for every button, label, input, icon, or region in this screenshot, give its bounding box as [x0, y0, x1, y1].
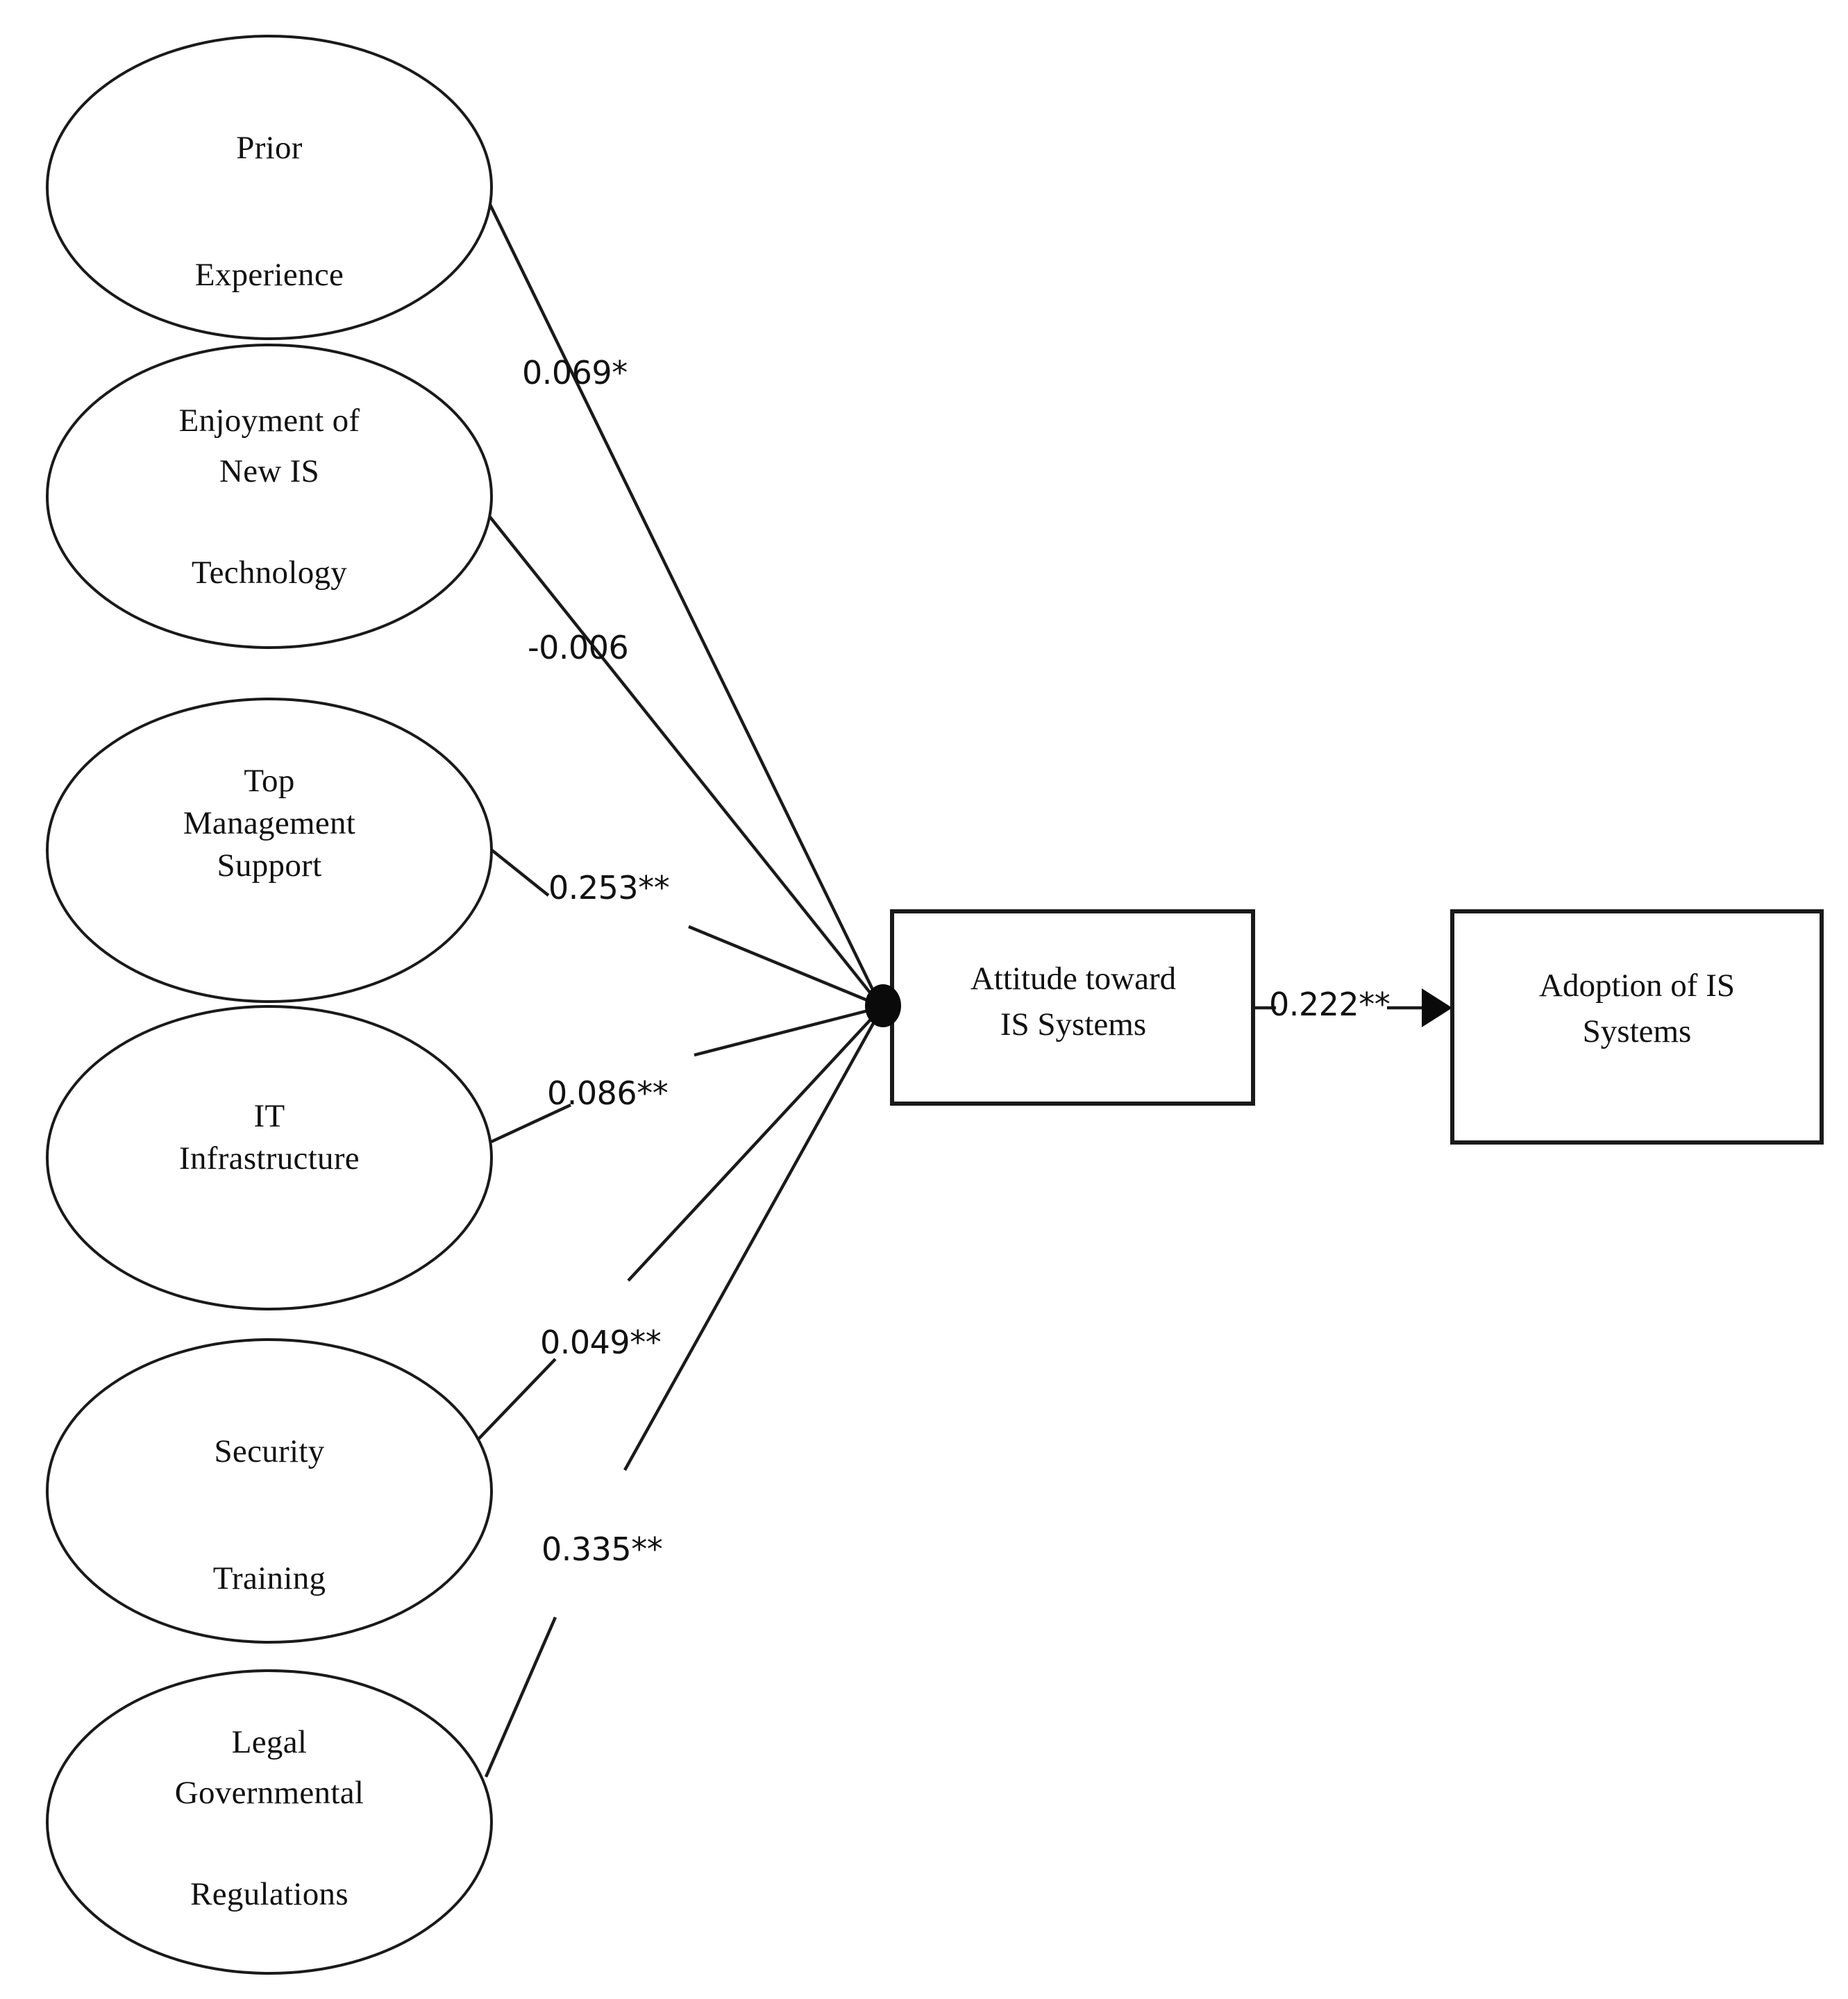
- path-convergence-dot: [865, 984, 901, 1027]
- node-adoption-of-is-systems[interactable]: [1450, 909, 1824, 1145]
- node-top-management-support[interactable]: [46, 698, 493, 1003]
- coefficient-label-security-training: 0.049**: [540, 1324, 662, 1361]
- node-attitude-toward-is-systems[interactable]: [890, 909, 1255, 1106]
- coefficient-label-prior-experience: 0.069*: [522, 354, 628, 391]
- path-line-prior-experience: [477, 181, 881, 1003]
- path-line-security-training-2: [627, 1009, 880, 1282]
- node-it-infrastructure[interactable]: [46, 1005, 493, 1310]
- path-line-top-management-support-2: [688, 925, 880, 1007]
- coefficient-label-top-management-support: 0.253**: [548, 869, 670, 906]
- path-line-legal-regulations: [484, 1617, 557, 1778]
- coefficient-label-enjoyment: -0.006: [528, 629, 629, 666]
- path-lines-group: [468, 181, 1452, 1778]
- coefficient-label-attitude-to-adoption: 0.222**: [1269, 986, 1391, 1023]
- node-legal-govt-regulations[interactable]: [46, 1669, 493, 1975]
- path-line-legal-regulations-2: [623, 1012, 880, 1471]
- node-label-attitude-toward-is-systems: Attitude toward IS Systems: [970, 961, 1177, 1043]
- coefficient-label-it-infrastructure: 0.086**: [547, 1074, 669, 1112]
- arrowhead-icon: [1422, 988, 1452, 1027]
- node-label-adoption-of-is-systems: Adoption of IS Systems: [1539, 968, 1735, 1049]
- rect-nodes-group: [890, 909, 1824, 1145]
- path-line-enjoyment: [478, 502, 880, 1005]
- ellipse-nodes-group: [46, 35, 493, 1975]
- node-enjoyment-new-is-tech[interactable]: [46, 344, 493, 649]
- path-line-it-infrastructure: [477, 1103, 571, 1150]
- path-line-security-training: [468, 1358, 557, 1450]
- coefficient-label-legal-regulations: 0.335**: [541, 1530, 663, 1568]
- node-prior-experience[interactable]: [46, 35, 493, 340]
- path-line-it-infrastructure-2: [694, 1006, 880, 1057]
- node-security-training[interactable]: [46, 1338, 493, 1644]
